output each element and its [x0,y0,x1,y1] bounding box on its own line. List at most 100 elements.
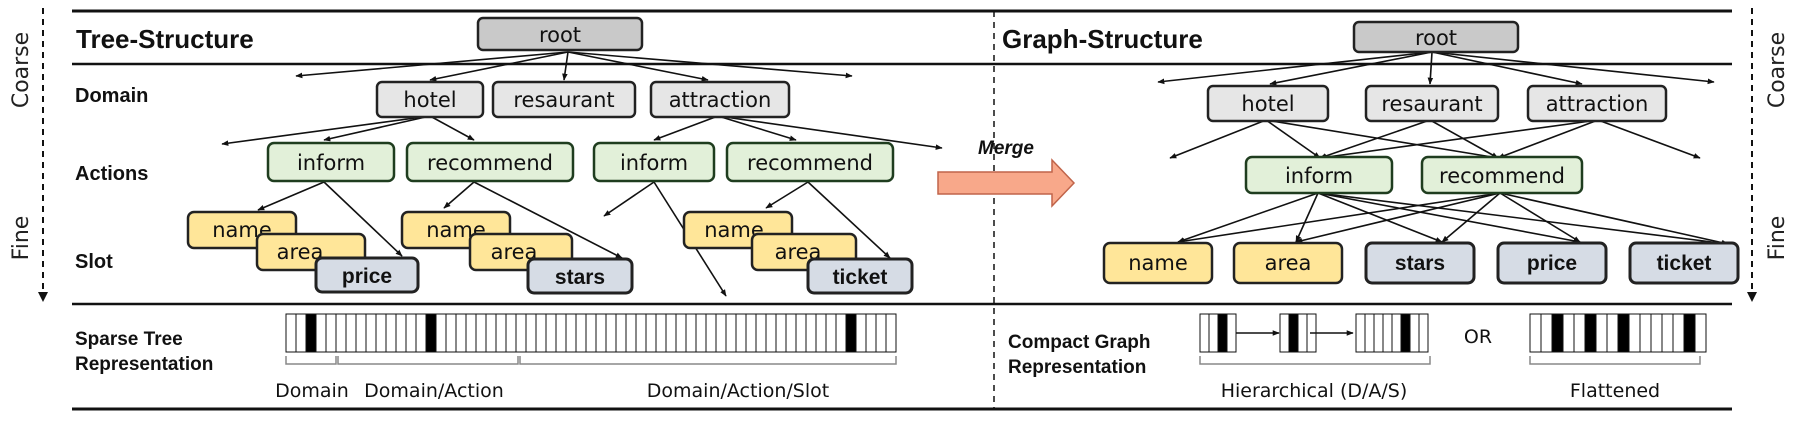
right-granularity-axis: Coarse Fine [1747,8,1790,302]
row-label-slot: Slot [75,251,113,273]
row-label-domain: Domain [75,85,148,107]
bit-cell [545,313,557,353]
bit-cell [1208,313,1219,353]
merge-arrow: Merge [937,138,1076,208]
hierarchical-bitvectors [1199,313,1429,353]
bit-cell [1391,313,1402,353]
bit-cell [725,313,737,353]
sparse-rep-label-line2: Representation [75,354,213,375]
bit-cell [1400,313,1411,353]
flattened-bitvector [1529,313,1707,353]
bit-cell [785,313,797,353]
bit-cell [1584,313,1597,353]
graph-action-inform: inform [1244,155,1394,195]
tree-domain-resaurant: resaurant [491,80,637,119]
bit-cell [1551,313,1564,353]
segment-label-domain: Domain [275,380,349,402]
bit-cell [1297,313,1308,353]
graph-slot-label: name [1128,251,1188,275]
graph-domain-resaurant: resaurant [1364,84,1500,123]
bit-cell [885,313,897,353]
left-coarse-label: Coarse [9,32,34,108]
bit-cell [445,313,457,353]
bit-cell [555,313,567,353]
tree-slot-label: price [342,265,392,288]
right-coarse-label: Coarse [1765,32,1790,108]
tree-domain-label: resaurant [513,88,614,112]
tree-action-label: recommend [427,151,553,175]
bit-cell [585,313,597,353]
tree-domain-label: hotel [403,88,456,112]
bit-cell [1650,313,1663,353]
graph-action-recommend: recommend [1420,155,1584,195]
bit-cell [1661,313,1674,353]
bit-cell [525,313,537,353]
bit-cell [1226,313,1237,353]
tree-action-recommend-2: recommend [725,141,895,183]
bit-cell [325,313,337,353]
bit-cell [385,313,397,353]
bit-cell [685,313,697,353]
bit-cell [815,313,827,353]
bit-cell [625,313,637,353]
bit-cell [635,313,647,353]
bit-cell [465,313,477,353]
tree-title: Tree-Structure [76,24,254,54]
bit-cell [335,313,347,353]
bit-cell [515,313,527,353]
graph-slot-name: name [1102,241,1214,285]
graph-slot-price: price [1496,241,1608,285]
graph-domain-hotel: hotel [1206,84,1330,123]
bit-cell [1639,313,1652,353]
tree-slot-ticket: ticket [806,257,914,295]
bit-cell [1540,313,1553,353]
bit-cell [415,313,427,353]
bit-cell [795,313,807,353]
graph-domain-attraction: attraction [1526,84,1668,123]
bit-cell [605,313,617,353]
bit-cell [305,313,317,353]
bit-cell [1288,313,1299,353]
bit-cell [485,313,497,353]
bit-cell [765,313,777,353]
tree-action-label: recommend [747,151,873,175]
segment-label-domain-action-slot: Domain/Action/Slot [647,380,829,402]
bit-cell [655,313,667,353]
bit-cell [1617,313,1630,353]
bit-cell [1683,313,1696,353]
graph-slot-stars: stars [1364,241,1476,285]
tree-action-inform-2: inform [592,141,716,183]
bit-cell [1355,313,1366,353]
tree-slot-price: price [314,256,420,294]
graph-title: Graph-Structure [1002,24,1203,54]
bit-cell [775,313,787,353]
right-fine-label: Fine [1765,216,1790,261]
bit-cell [1279,313,1290,353]
tree-domain-hotel: hotel [375,80,485,119]
graph-domain-label: resaurant [1381,92,1482,116]
bit-cell [535,313,547,353]
bit-cell [425,313,437,353]
bit-cell [1562,313,1575,353]
tree-slot-stars: stars [526,257,634,295]
sparse-tree-bitvector [285,313,897,353]
tree-slot-label: area [277,240,324,264]
bit-cell [735,313,747,353]
bit-cell [455,313,467,353]
graph-root-label: root [1415,26,1457,50]
bit-cell [705,313,717,353]
bit-cell [805,313,817,353]
bit-cell [755,313,767,353]
bit-cell [865,313,877,353]
tree-action-label: inform [297,151,365,175]
compact-rep-label-line2: Representation [1008,357,1146,378]
bit-cell [1382,313,1393,353]
bit-cell [565,313,577,353]
graph-slot-label: area [1265,251,1312,275]
hierarchical-label: Hierarchical (D/A/S) [1221,380,1408,402]
graph-slot-ticket: ticket [1628,241,1740,285]
bit-cell [825,313,837,353]
bit-cell [1373,313,1384,353]
bit-cell [875,313,887,353]
